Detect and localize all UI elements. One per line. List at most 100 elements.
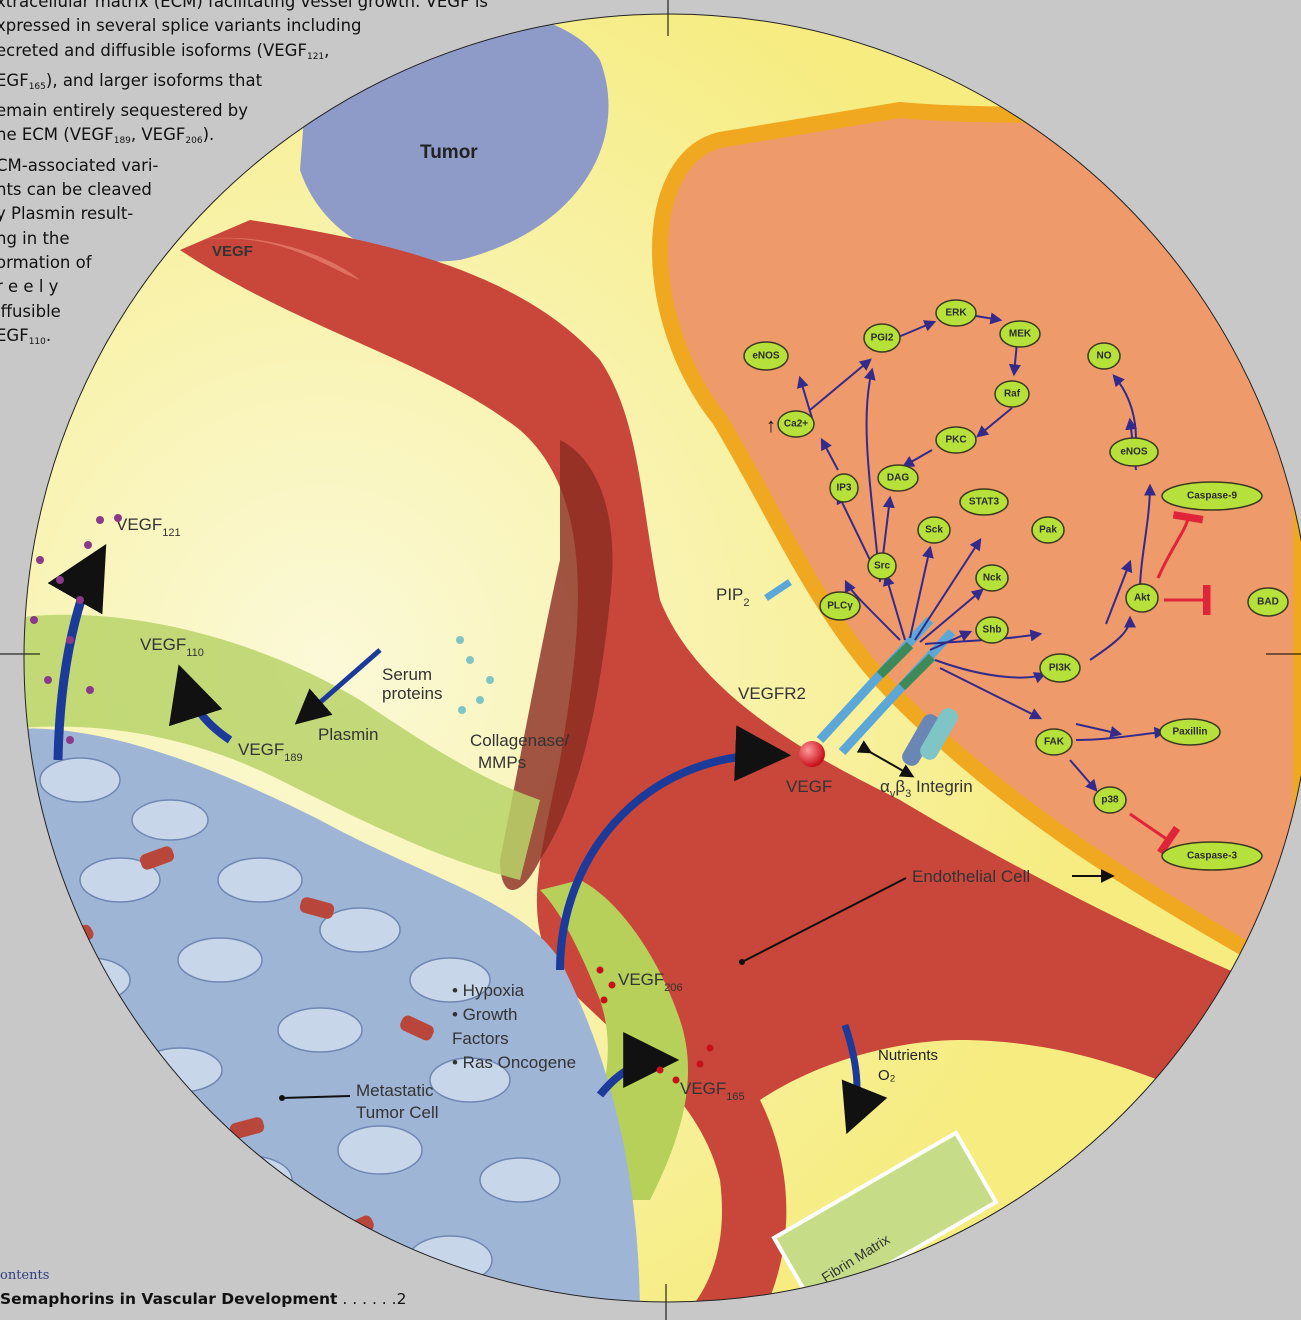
node-caspase-9: Caspase-9	[1162, 482, 1262, 510]
contents-entry-page: 2	[397, 1290, 407, 1308]
article-text-line: ormation of	[0, 251, 456, 275]
article-text-line: he ECM (VEGF189, VEGF206).	[0, 123, 456, 153]
svg-text:NO: NO	[1097, 351, 1112, 362]
text-run: nts can be cleaved	[0, 180, 152, 199]
node-dag: DAG	[878, 465, 918, 491]
article-text-line: emain entirely sequestered by	[0, 99, 456, 123]
svg-text:Caspase-9: Caspase-9	[1187, 491, 1237, 502]
node-ca: Ca2+	[778, 411, 814, 437]
text-run: .	[46, 326, 51, 345]
svg-text:BAD: BAD	[1257, 597, 1279, 608]
svg-text:DAG: DAG	[887, 473, 909, 484]
text-run: EGF	[0, 326, 29, 345]
svg-text:p38: p38	[1101, 795, 1119, 806]
article-text: xtracellular matrix (ECM) facilitating v…	[0, 0, 456, 354]
svg-text:eNOS: eNOS	[752, 351, 780, 362]
text-run: xpressed in several splice variants incl…	[0, 16, 362, 35]
subscript: 121	[307, 52, 324, 62]
svg-text:IP3: IP3	[836, 483, 851, 494]
vegfr2-label: VEGFR2	[738, 684, 806, 703]
article-text-line: ecreted and diffusible isoforms (VEGF121…	[0, 39, 456, 69]
svg-text:ERK: ERK	[945, 308, 967, 319]
svg-text:Raf: Raf	[1004, 389, 1021, 400]
node-shb: Shb	[976, 617, 1008, 643]
node-paxillin: Paxillin	[1160, 719, 1220, 745]
node-nck: Nck	[976, 565, 1008, 591]
svg-text:PI3K: PI3K	[1049, 663, 1072, 674]
article-text-line: nts can be cleaved	[0, 178, 456, 202]
text-run: ,	[324, 41, 329, 60]
text-run: EGF	[0, 71, 29, 90]
svg-text:Caspase-3: Caspase-3	[1187, 851, 1237, 862]
node-pak: Pak	[1032, 517, 1064, 543]
svg-text:Ca2+: Ca2+	[784, 419, 808, 430]
serum-proteins-label: Serum proteins	[382, 665, 442, 703]
article-text-line: xtracellular matrix (ECM) facilitating v…	[0, 0, 456, 14]
article-text-line: ng in the	[0, 227, 456, 251]
svg-text:Sck: Sck	[925, 525, 943, 536]
article-text-line: y Plasmin result-	[0, 202, 456, 226]
node-erk: ERK	[936, 300, 976, 326]
contents-entry-leader: . . . . . .	[337, 1290, 396, 1308]
node-pi3k: PI3K	[1040, 654, 1080, 682]
svg-text:STAT3: STAT3	[969, 497, 1000, 508]
node-mek: MEK	[1000, 321, 1040, 347]
node-caspase-3: Caspase-3	[1162, 842, 1262, 870]
text-run: xtracellular matrix (ECM) facilitating v…	[0, 0, 488, 11]
text-run: emain entirely sequestered by	[0, 101, 248, 120]
contents-entry-title: Semaphorins in Vascular Development	[0, 1290, 337, 1308]
node-p38: p38	[1094, 787, 1126, 813]
svg-text:PLCγ: PLCγ	[827, 601, 853, 612]
subscript: 110	[29, 337, 46, 347]
node-stat3: STAT3	[960, 489, 1008, 515]
svg-text:Shb: Shb	[983, 625, 1002, 636]
text-run: r e e l y	[0, 277, 58, 296]
node-fak: FAK	[1036, 729, 1072, 755]
article-text-line: iffusible	[0, 300, 456, 324]
article-text-line: xpressed in several splice variants incl…	[0, 14, 456, 38]
text-run: ecreted and diffusible isoforms (VEGF	[0, 41, 307, 60]
article-text-line: EGF165), and larger isoforms that	[0, 69, 456, 99]
svg-text:MEK: MEK	[1009, 329, 1032, 340]
svg-text:↑: ↑	[766, 415, 776, 437]
svg-text:Paxillin: Paxillin	[1172, 727, 1207, 738]
svg-text:Nck: Nck	[983, 573, 1002, 584]
text-run: iffusible	[0, 302, 61, 321]
article-text-line: EGF110.	[0, 324, 456, 354]
vegf-ligand-label: VEGF	[786, 777, 832, 796]
node-bad: BAD	[1248, 588, 1288, 616]
endothelial-cell-label: Endothelial Cell	[912, 867, 1030, 886]
text-run: ormation of	[0, 253, 92, 272]
svg-text:PKC: PKC	[945, 435, 966, 446]
article-text-line: r e e l y	[0, 275, 456, 299]
node-plcg: PLCγ	[820, 592, 860, 620]
contents-entry[interactable]: Semaphorins in Vascular Development . . …	[0, 1290, 406, 1308]
node-sck: Sck	[918, 517, 950, 543]
vegf-ligand	[799, 741, 825, 767]
text-run: ).	[203, 125, 215, 144]
node-src: Src	[868, 553, 896, 579]
node-ip3: IP3	[830, 474, 858, 502]
node-akt: Akt	[1126, 584, 1158, 612]
svg-text:Pak: Pak	[1039, 525, 1057, 536]
node-enos-2: eNOS	[1110, 438, 1158, 466]
text-run: CM-associated vari-	[0, 156, 158, 175]
article-text-line: CM-associated vari-	[0, 154, 456, 178]
svg-text:PGI2: PGI2	[871, 333, 894, 344]
text-run: , VEGF	[131, 125, 185, 144]
contents-heading: ontents	[0, 1268, 49, 1283]
text-run: ), and larger isoforms that	[46, 71, 262, 90]
svg-text:Akt: Akt	[1134, 593, 1151, 604]
text-run: y Plasmin result-	[0, 204, 133, 223]
node-pgi2: PGI2	[864, 324, 900, 352]
plasmin-label: Plasmin	[318, 725, 378, 744]
node-pkc: PKC	[936, 427, 976, 453]
subscript: 189	[114, 136, 131, 146]
subscript: 206	[185, 136, 202, 146]
node-raf: Raf	[995, 381, 1029, 407]
svg-text:Src: Src	[874, 561, 891, 572]
text-run: he ECM (VEGF	[0, 125, 114, 144]
svg-text:eNOS: eNOS	[1120, 447, 1148, 458]
node-no: NO	[1088, 343, 1120, 369]
